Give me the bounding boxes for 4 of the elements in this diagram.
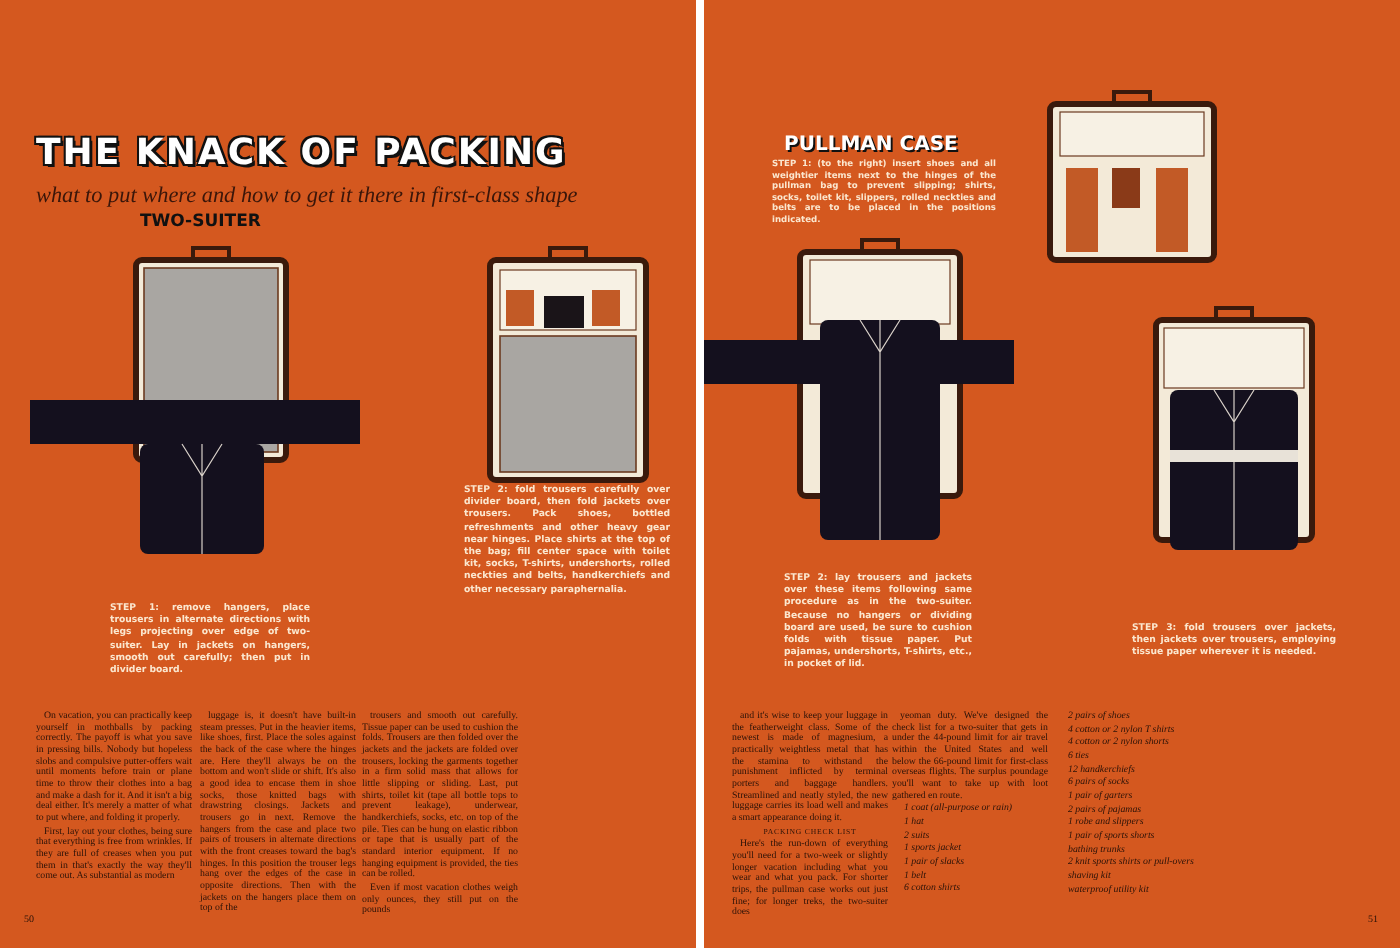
subtitle: what to put where and how to get it there in first-class shape [36, 184, 578, 208]
headline: THE KNACK OF PACKING [36, 132, 567, 174]
section-heading: TWO-SUITER [140, 212, 261, 232]
section-heading: PULLMAN CASE [784, 134, 958, 156]
